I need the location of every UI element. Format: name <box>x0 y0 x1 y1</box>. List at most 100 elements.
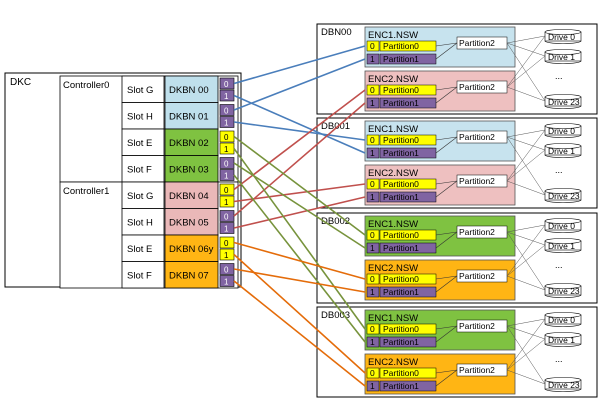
drive-link <box>506 129 546 138</box>
drive-bottom <box>544 40 582 44</box>
dbn-label: DB003 <box>321 310 350 321</box>
partition1-num: 1 <box>370 98 375 108</box>
enc-label: ENC2.NSW <box>368 263 418 274</box>
cable-line <box>233 183 366 203</box>
partition0-num-cell <box>366 134 380 146</box>
partition1-label: Partition1 <box>383 243 419 253</box>
drive-link <box>506 275 546 291</box>
port-1-label: 1 <box>224 119 229 128</box>
partition2-label: Partition2 <box>459 38 495 48</box>
drive-top <box>544 188 582 194</box>
drive-link <box>506 231 546 246</box>
partition1-num: 1 <box>370 148 375 158</box>
dkbn-cell <box>164 102 219 130</box>
drive-bottom <box>544 323 582 327</box>
dkbn-label: DKBN 01 <box>169 112 209 123</box>
partition2-label: Partition2 <box>459 132 495 142</box>
dkbn-label: DKBN 06y <box>169 244 214 255</box>
drive-cylinder: Drive 23 <box>544 188 582 203</box>
enc-label: ENC1.NSW <box>368 124 418 135</box>
port-0-label: 0 <box>224 160 229 169</box>
drive-label: Drive 0 <box>548 32 575 42</box>
drive-link <box>506 149 546 182</box>
drive-top <box>544 143 582 149</box>
drive-link <box>506 231 546 291</box>
port-1-label: 1 <box>224 198 229 207</box>
drive-cylinder: Drive 1 <box>544 238 582 253</box>
partition0-num-cell <box>366 367 380 379</box>
drive-top <box>544 123 582 129</box>
drive-bottom <box>544 388 582 392</box>
partition1-label: Partition1 <box>383 381 419 391</box>
drive-label: Drive 1 <box>548 241 575 251</box>
port-0-label: 0 <box>224 239 229 248</box>
cable-line <box>233 241 366 280</box>
cable-line <box>233 94 366 154</box>
partition0-label: Partition0 <box>383 135 419 145</box>
dkbn-cell <box>164 155 219 183</box>
partition1-num-cell <box>366 242 380 254</box>
slot-cell <box>121 234 165 262</box>
partition1-num-cell <box>366 336 380 348</box>
drive-bottom <box>544 134 582 138</box>
drive-link <box>506 318 546 327</box>
drive-link <box>506 224 546 277</box>
enc-label: ENC1.NSW <box>368 313 418 324</box>
partition0-label: Partition0 <box>383 85 419 95</box>
drive-bottom <box>544 60 582 64</box>
partition-link <box>435 86 458 91</box>
drive-label: Drive 1 <box>548 146 575 156</box>
drive-bottom <box>544 229 582 233</box>
partition0-num-cell <box>366 178 380 190</box>
slot-label: Slot G <box>127 85 153 96</box>
partition0-num-cell <box>366 323 380 335</box>
partition-link <box>435 231 458 249</box>
slot-label: Slot E <box>127 138 152 149</box>
partition0-num: 0 <box>370 41 375 51</box>
slot-label: Slot E <box>127 244 152 255</box>
port-0-label: 0 <box>224 107 229 116</box>
partition0-label: Partition0 <box>383 41 419 51</box>
partition-link <box>435 231 458 236</box>
cable-line <box>233 121 366 141</box>
partition1-label: Partition1 <box>383 98 419 108</box>
port-0-label: 0 <box>224 80 229 89</box>
drive-bottom <box>544 294 582 298</box>
port-1-label: 1 <box>224 251 229 260</box>
partition1-num: 1 <box>370 192 375 202</box>
port-0-label: 0 <box>224 266 229 275</box>
partition2-label: Partition2 <box>459 82 495 92</box>
enc-label: ENC2.NSW <box>368 357 418 368</box>
partition0-label: Partition0 <box>383 274 419 284</box>
drive-link <box>506 136 546 151</box>
controller-label: Controller0 <box>63 80 109 91</box>
dbn-label: DB002 <box>321 216 350 227</box>
drive-label: Drive 0 <box>548 221 575 231</box>
partition1-num: 1 <box>370 337 375 347</box>
slot-cell <box>121 181 165 209</box>
partition-link <box>435 42 458 60</box>
drive-bottom <box>544 154 582 158</box>
slot-cell <box>121 155 165 183</box>
drive-top <box>544 218 582 224</box>
cable-line <box>233 280 366 387</box>
dkbn-cell <box>164 181 219 209</box>
drive-bottom <box>544 199 582 203</box>
partition1-num: 1 <box>370 287 375 297</box>
partition-link <box>435 325 458 330</box>
drive-link <box>506 318 546 371</box>
drive-top <box>544 377 582 383</box>
partition0-num: 0 <box>370 230 375 240</box>
port-0-label: 0 <box>224 213 229 222</box>
dkbn-label: DKBN 03 <box>169 165 209 176</box>
drive-label: Drive 23 <box>548 97 580 107</box>
drive-ellipsis: ... <box>555 165 563 175</box>
slot-label: Slot G <box>127 191 153 202</box>
drive-link <box>506 35 546 88</box>
partition2-label: Partition2 <box>459 176 495 186</box>
enc-label: ENC2.NSW <box>368 74 418 85</box>
partition0-num: 0 <box>370 135 375 145</box>
partition1-num-cell <box>366 191 380 203</box>
